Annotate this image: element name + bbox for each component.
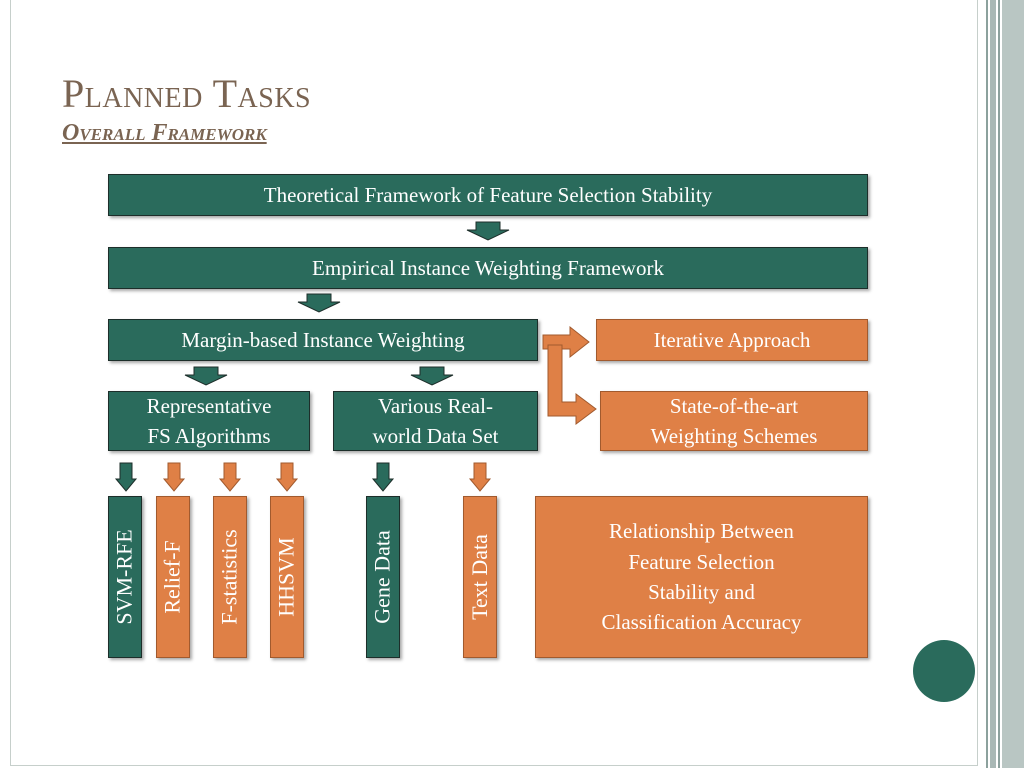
relationship-label-line3: Stability and	[648, 580, 755, 604]
relationship-label-line1: Relationship Between	[609, 519, 794, 544]
f-statistics-label: F-statistics	[217, 529, 242, 625]
small-down-arrow-icon	[371, 462, 395, 492]
small-down-arrow-icon	[114, 462, 138, 492]
empirical-framework-label: Empirical Instance Weighting Framework	[312, 255, 664, 280]
theoretical-framework-label: Theoretical Framework of Feature Selecti…	[263, 182, 713, 207]
f-statistics-box: F-statistics	[213, 496, 247, 658]
text-data-box: Text Data	[463, 496, 497, 658]
svm-rfe-label: SVM-RFE	[112, 529, 138, 625]
slide-frame	[10, 0, 978, 766]
iterative-approach-box: Iterative Approach	[596, 319, 868, 361]
empirical-framework-box: Empirical Instance Weighting Framework	[108, 247, 868, 289]
decorative-circle	[913, 640, 975, 702]
relief-f-label: Relief-F	[160, 540, 186, 614]
margin-based-weighting-label: Margin-based Instance Weighting	[181, 327, 465, 352]
hhsvm-label: HHSVM	[274, 537, 299, 617]
various-data-set-box: Various Real- world Data Set	[333, 391, 538, 451]
iterative-approach-label: Iterative Approach	[653, 327, 811, 352]
gene-data-box: Gene Data	[366, 496, 400, 658]
small-down-arrow-icon	[162, 462, 186, 492]
bent-arrow-icon	[547, 344, 597, 425]
representative-label-line2: FS Algorithms	[147, 424, 271, 448]
down-arrow-icon	[184, 366, 228, 386]
relief-f-box: Relief-F	[156, 496, 190, 658]
down-arrow-icon	[297, 293, 341, 313]
hhsvm-box: HHSVM	[270, 496, 304, 658]
gene-data-label: Gene Data	[370, 530, 396, 624]
theoretical-framework-box: Theoretical Framework of Feature Selecti…	[108, 174, 868, 216]
various-label-line1: Various Real-	[378, 393, 493, 418]
small-down-arrow-icon	[468, 462, 492, 492]
state-of-the-art-box: State-of-the-art Weighting Schemes	[600, 391, 868, 451]
small-down-arrow-icon	[218, 462, 242, 492]
relationship-label-line4: Classification Accuracy	[601, 610, 802, 635]
relationship-box: Relationship Between Feature Selection S…	[535, 496, 868, 658]
state-label-line2: Weighting Schemes	[650, 424, 818, 448]
small-down-arrow-icon	[275, 462, 299, 492]
decorative-side-stripes	[978, 0, 1024, 768]
representative-fs-algorithms-box: Representative FS Algorithms	[108, 391, 310, 451]
state-label-line1: State-of-the-art	[669, 393, 799, 418]
relationship-label-line2: Feature Selection	[628, 549, 775, 574]
various-label-line2: world Data Set	[372, 424, 499, 448]
margin-based-weighting-box: Margin-based Instance Weighting	[108, 319, 538, 361]
representative-label-line1: Representative	[146, 393, 272, 418]
page-subtitle: Overall Framework	[62, 120, 267, 146]
down-arrow-icon	[410, 366, 454, 386]
page-title: Planned Tasks	[62, 71, 312, 116]
down-arrow-icon	[466, 221, 510, 241]
svm-rfe-box: SVM-RFE	[108, 496, 142, 658]
text-data-label: Text Data	[467, 534, 492, 620]
